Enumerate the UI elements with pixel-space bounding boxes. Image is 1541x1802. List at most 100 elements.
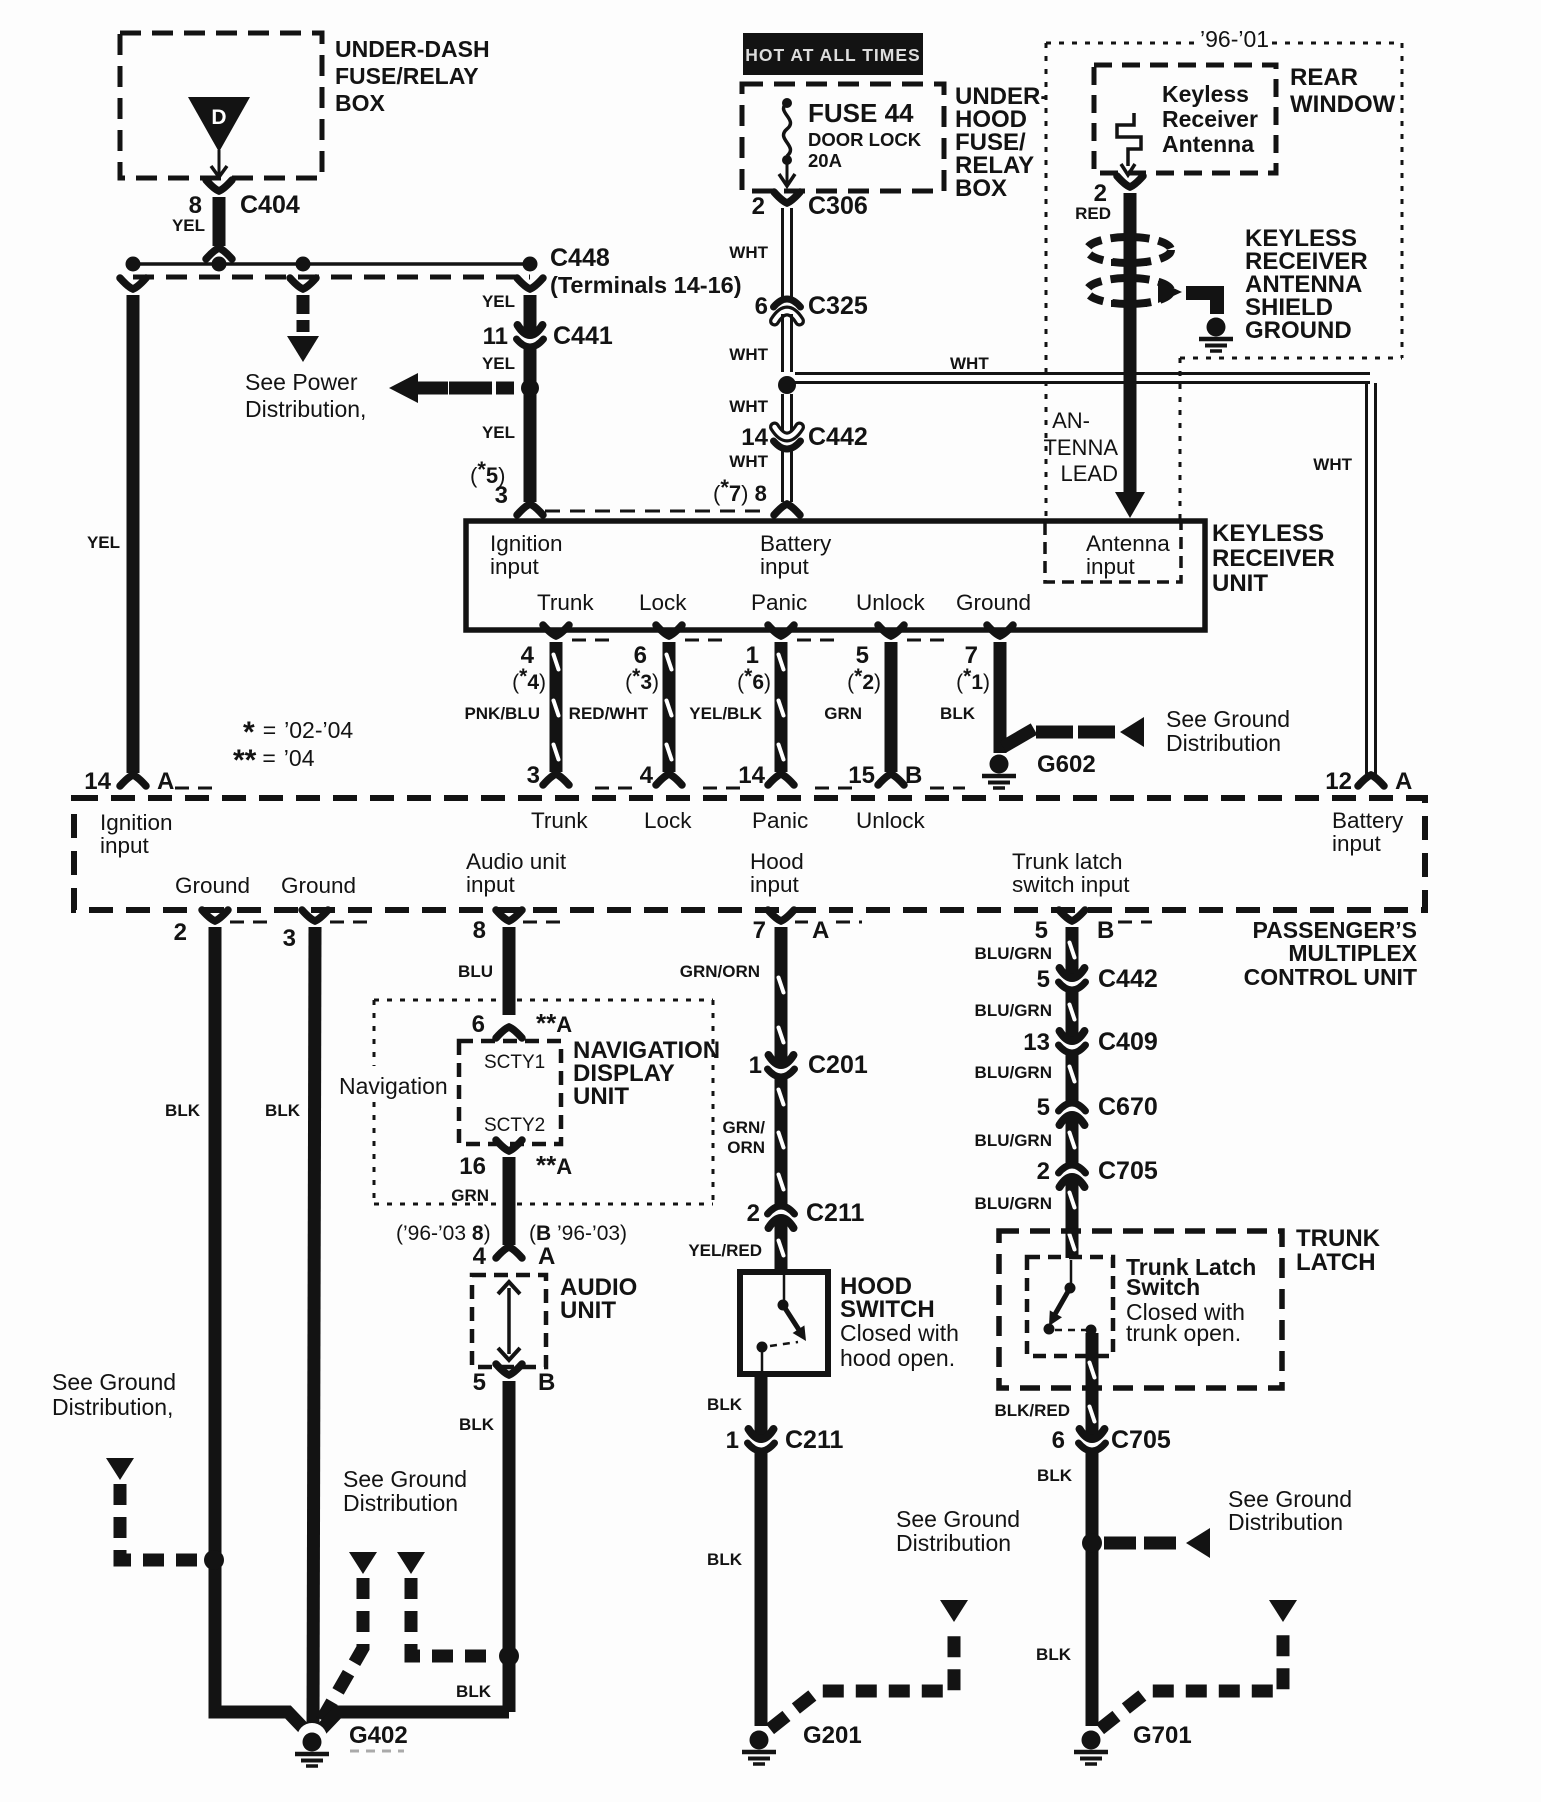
- svg-text:7: 7: [965, 642, 978, 669]
- svg-text:8: 8: [189, 192, 202, 219]
- svg-text:Keyless: Keyless: [1162, 81, 1249, 107]
- svg-text:WHT: WHT: [729, 452, 768, 471]
- svg-text:A: A: [812, 917, 829, 944]
- svg-text:hood open.: hood open.: [840, 1345, 955, 1371]
- svg-text:6: 6: [472, 1011, 485, 1038]
- svg-text:**A: **A: [536, 1008, 572, 1038]
- svg-text:BLK: BLK: [456, 1682, 492, 1701]
- svg-text:C201: C201: [808, 1051, 868, 1079]
- svg-text:AUDIO: AUDIO: [560, 1274, 637, 1301]
- svg-text:8: 8: [473, 917, 486, 944]
- svg-text:C442: C442: [1098, 965, 1158, 993]
- svg-text:DISPLAY: DISPLAY: [573, 1060, 675, 1087]
- svg-text:Antenna: Antenna: [1162, 131, 1254, 157]
- svg-text:Receiver: Receiver: [1162, 106, 1258, 132]
- svg-text:See Ground: See Ground: [52, 1369, 176, 1395]
- svg-text:Trunk: Trunk: [537, 590, 594, 615]
- svg-text:YEL: YEL: [87, 533, 120, 552]
- svg-text:(B ’96-’03): (B ’96-’03): [529, 1222, 627, 1245]
- svg-text:AN-: AN-: [1052, 408, 1090, 433]
- svg-text:SWITCH: SWITCH: [840, 1296, 935, 1323]
- svg-text:REAR: REAR: [1290, 64, 1358, 91]
- svg-text:BLU/GRN: BLU/GRN: [975, 944, 1052, 963]
- svg-text:LEAD: LEAD: [1061, 461, 1118, 486]
- svg-text:Ground: Ground: [281, 873, 356, 898]
- svg-text:Closed with: Closed with: [840, 1320, 959, 1346]
- svg-text:SHIELD: SHIELD: [1245, 294, 1333, 321]
- svg-text:RECEIVER: RECEIVER: [1245, 248, 1368, 275]
- svg-text:YEL: YEL: [482, 292, 515, 311]
- svg-text:See Ground: See Ground: [896, 1506, 1020, 1532]
- svg-text:PNK/BLU: PNK/BLU: [464, 704, 540, 723]
- svg-text:C211: C211: [806, 1199, 864, 1227]
- svg-text:Unlock: Unlock: [856, 590, 926, 615]
- svg-text:C442: C442: [808, 423, 868, 451]
- svg-text:WHT: WHT: [729, 397, 768, 416]
- svg-text:6: 6: [1052, 1427, 1065, 1454]
- svg-text:Distribution: Distribution: [1228, 1509, 1343, 1535]
- svg-text:BLK: BLK: [940, 704, 976, 723]
- svg-text:7: 7: [753, 917, 766, 944]
- svg-text:**A: **A: [536, 1150, 572, 1180]
- svg-text:’96-’01: ’96-’01: [1200, 26, 1269, 52]
- svg-text:2: 2: [752, 193, 765, 220]
- svg-text:WINDOW: WINDOW: [1290, 91, 1396, 118]
- svg-text:1: 1: [749, 1052, 762, 1079]
- svg-text:GRN: GRN: [451, 1186, 489, 1205]
- svg-text:Distribution,: Distribution,: [52, 1394, 173, 1420]
- svg-text:6: 6: [634, 642, 647, 669]
- svg-text:14: 14: [84, 768, 111, 795]
- svg-text:2: 2: [1037, 1158, 1050, 1185]
- svg-text:LATCH: LATCH: [1296, 1249, 1376, 1276]
- svg-text:G402: G402: [349, 1722, 408, 1749]
- svg-text:input: input: [760, 554, 810, 579]
- svg-text:16: 16: [459, 1153, 486, 1180]
- svg-text:UNDER-DASH: UNDER-DASH: [335, 36, 490, 62]
- svg-text:PASSENGER’S: PASSENGER’S: [1253, 917, 1417, 943]
- svg-text:DOOR LOCK: DOOR LOCK: [808, 129, 922, 150]
- svg-text:*=’02-’04: *=’02-’04: [243, 716, 353, 749]
- svg-text:GRN: GRN: [824, 704, 862, 723]
- svg-text:Audio unit: Audio unit: [466, 849, 567, 874]
- svg-text:input: input: [1086, 554, 1136, 579]
- svg-text:3: 3: [283, 925, 296, 952]
- svg-text:Trunk Latch: Trunk Latch: [1126, 1254, 1256, 1280]
- svg-text:BLU/GRN: BLU/GRN: [975, 1063, 1052, 1082]
- svg-text:RECEIVER: RECEIVER: [1212, 545, 1335, 572]
- svg-text:3: 3: [527, 762, 540, 789]
- svg-text:BOX: BOX: [955, 175, 1007, 202]
- svg-text:Distribution: Distribution: [343, 1490, 458, 1516]
- svg-text:input: input: [466, 872, 516, 897]
- svg-text:14: 14: [738, 762, 765, 789]
- svg-text:Ignition: Ignition: [100, 810, 173, 835]
- svg-text:MULTIPLEX: MULTIPLEX: [1288, 940, 1417, 966]
- svg-text:C441: C441: [553, 322, 613, 350]
- svg-text:2: 2: [174, 919, 187, 946]
- svg-text:Ground: Ground: [956, 590, 1031, 615]
- svg-text:SCTY2: SCTY2: [484, 1115, 545, 1136]
- svg-text:5: 5: [1037, 966, 1050, 993]
- svg-text:Closed with: Closed with: [1126, 1299, 1245, 1325]
- svg-text:UNIT: UNIT: [1212, 570, 1268, 597]
- svg-text:KEYLESS: KEYLESS: [1212, 520, 1324, 547]
- svg-text:FUSE/RELAY: FUSE/RELAY: [335, 63, 479, 89]
- svg-text:GRN/ORN: GRN/ORN: [680, 962, 760, 981]
- svg-text:Panic: Panic: [751, 590, 807, 615]
- svg-text:Unlock: Unlock: [856, 808, 926, 833]
- svg-text:15: 15: [848, 762, 875, 789]
- svg-text:ORN: ORN: [727, 1138, 765, 1157]
- svg-text:BLK: BLK: [165, 1101, 201, 1120]
- svg-text:3: 3: [495, 482, 508, 509]
- svg-text:HOOD: HOOD: [955, 106, 1027, 133]
- svg-text:YEL: YEL: [482, 354, 515, 373]
- svg-text:C306: C306: [808, 192, 868, 220]
- svg-text:B: B: [905, 762, 922, 789]
- svg-text:12: 12: [1325, 768, 1352, 795]
- svg-text:4: 4: [473, 1243, 487, 1270]
- svg-text:BLK: BLK: [459, 1415, 495, 1434]
- svg-text:RED/WHT: RED/WHT: [569, 704, 649, 723]
- svg-text:20A: 20A: [808, 150, 842, 171]
- svg-text:Antenna: Antenna: [1086, 531, 1170, 556]
- svg-text:B: B: [1097, 917, 1114, 944]
- svg-text:(’96-’03 8): (’96-’03 8): [396, 1222, 491, 1245]
